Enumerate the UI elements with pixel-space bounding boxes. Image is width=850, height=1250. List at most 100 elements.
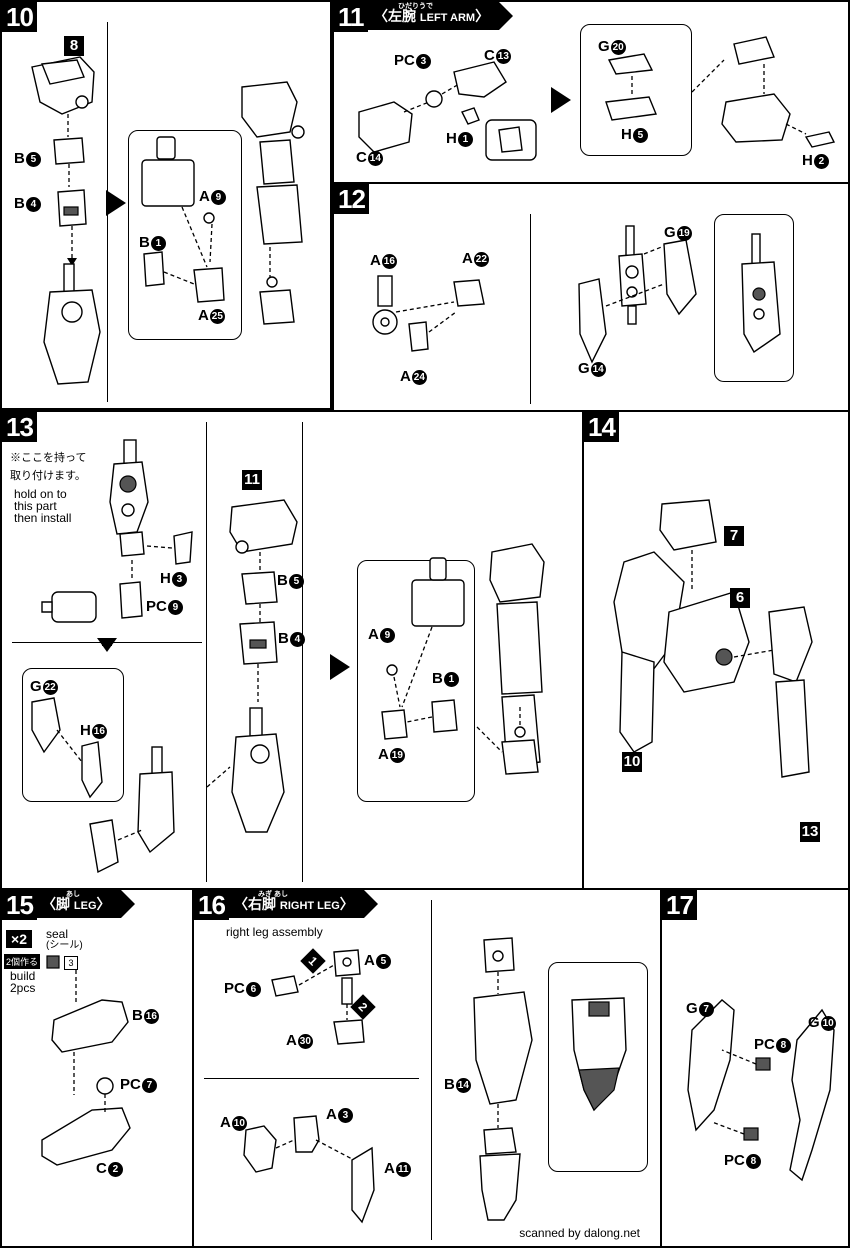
divider	[206, 422, 207, 882]
divider	[302, 422, 303, 882]
step-13-panel: 13 ※ここを持って 取り付けます。 hold on to this part …	[0, 410, 584, 890]
step-number: 12	[334, 184, 369, 214]
step-number: 16	[194, 890, 229, 920]
step-number: 15	[2, 890, 37, 920]
elbow-joint-illustration	[372, 225, 781, 364]
divider	[204, 1078, 419, 1079]
scan-credit: scanned by dalong.net	[519, 1226, 640, 1240]
step-reference-10: 10	[622, 752, 642, 772]
build-count-en: build 2pcs	[10, 969, 36, 995]
knee-detail-callout	[548, 962, 648, 1172]
leg-foot-illustration	[41, 955, 131, 1166]
next-arrow	[551, 87, 571, 113]
seal-number: 3	[64, 956, 78, 970]
step-15-panel: 15 あし 〈脚 LEG〉 ×2 2個作る build 2pcs seal (シ…	[0, 888, 194, 1248]
divider	[431, 900, 432, 1240]
title-ruby: みぎ あし	[258, 891, 288, 898]
title-jp: 右脚	[248, 896, 276, 912]
step-number: 14	[584, 412, 619, 442]
multiplier-badge: ×2	[6, 930, 32, 948]
seal-note: seal (シール)	[46, 927, 83, 951]
step-subtitle: right leg assembly	[226, 925, 323, 939]
title-en: LEG	[73, 900, 97, 912]
step-number: 13	[2, 412, 37, 442]
torso-assembly-illustration	[613, 499, 813, 778]
title-jp: 脚	[56, 896, 70, 912]
next-arrow	[106, 190, 126, 216]
step-14-panel: 14 7 6 10 13	[582, 410, 850, 890]
step-reference-13: 13	[800, 822, 820, 842]
leg-frame-illustration	[687, 999, 835, 1182]
armor-detail-callout	[22, 668, 124, 802]
title-ruby: ひだりうで	[398, 3, 433, 10]
title-en: RIGHT LEG	[279, 900, 340, 912]
step-number: 10	[2, 2, 37, 32]
step-title-banner: ひだりうで 〈左腕 LEFT ARM〉	[368, 2, 514, 30]
step-number: 11	[334, 2, 368, 32]
hand-detail-callout	[128, 130, 242, 340]
right-leg-illustration	[243, 937, 627, 1224]
shoulder-armor-illustration	[31, 56, 305, 385]
title-ruby: あし	[66, 891, 80, 898]
title-en: LEFT ARM	[419, 12, 476, 24]
step-title-banner: みぎ あし 〈右脚 RIGHT LEG〉	[228, 890, 378, 918]
hand-detail-callout	[357, 560, 475, 802]
step-number: 17	[662, 890, 697, 920]
step-title-banner: あし 〈脚 LEG〉	[36, 890, 134, 918]
step-16-panel: 16 みぎ あし 〈右脚 RIGHT LEG〉 right leg assemb…	[192, 888, 662, 1248]
step-reference-7: 7	[724, 526, 744, 546]
hold-note-en: hold on to this part then install	[14, 487, 72, 525]
divider	[530, 214, 531, 404]
step-reference: 11	[242, 470, 262, 490]
build-count-jp: 2個作る	[4, 954, 41, 969]
right-arm-illustration	[31, 439, 545, 874]
arm-detail-callout	[714, 214, 794, 382]
hold-note-jp: ※ここを持って 取り付けます。	[10, 452, 87, 482]
title-jp: 左腕	[388, 8, 416, 24]
step-reference: 8	[64, 36, 84, 56]
